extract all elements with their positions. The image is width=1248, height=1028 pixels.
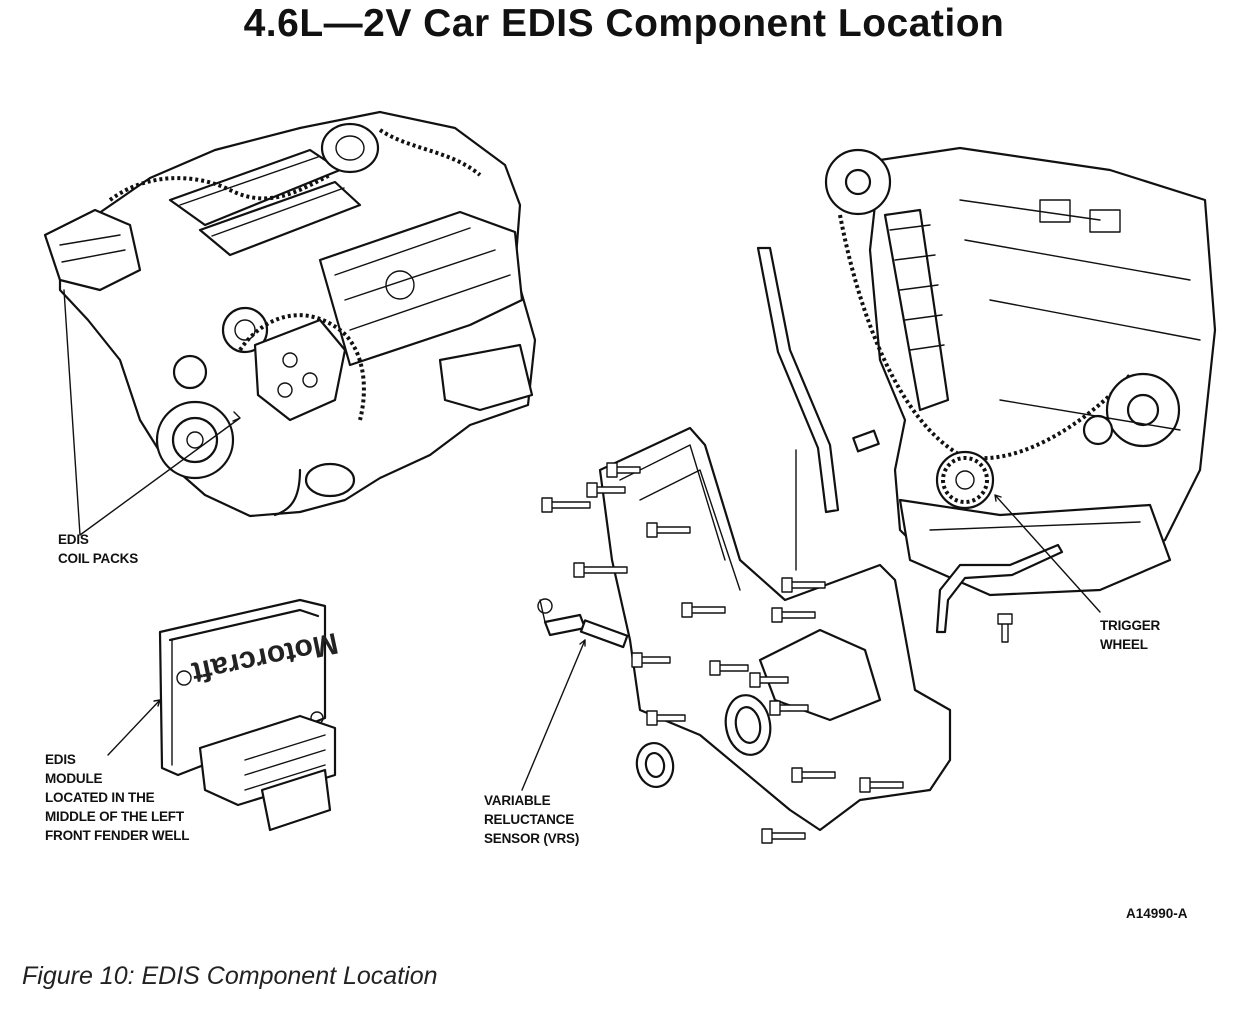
module-leader-line bbox=[107, 699, 161, 756]
coil-packs-label: EDIS COIL PACKS bbox=[58, 532, 139, 566]
bolts bbox=[541, 462, 1013, 844]
trigger-wheel-label: TRIGGER WHEEL bbox=[1100, 618, 1161, 652]
diagram-title: 4.6L—2V Car EDIS Component Location bbox=[243, 2, 1005, 45]
edis-module-label: EDIS MODULE LOCATED IN THE MIDDLE OF THE… bbox=[45, 752, 190, 843]
coil-pack-leader-lines bbox=[63, 289, 241, 536]
figure-id: A14990-A bbox=[1126, 906, 1188, 921]
left-engine-illustration bbox=[43, 110, 537, 518]
dipstick-tube bbox=[756, 246, 840, 514]
trigger-wheel-leader-line bbox=[994, 494, 1101, 613]
vrs-leader-line bbox=[521, 639, 586, 791]
vrs-sensor bbox=[537, 598, 629, 649]
edis-module-illustration bbox=[158, 598, 337, 832]
right-engine-illustration bbox=[824, 146, 1217, 597]
vrs-label: VARIABLE RELUCTANCE SENSOR (VRS) bbox=[484, 793, 580, 846]
figure-caption: Figure 10: EDIS Component Location bbox=[22, 962, 438, 990]
